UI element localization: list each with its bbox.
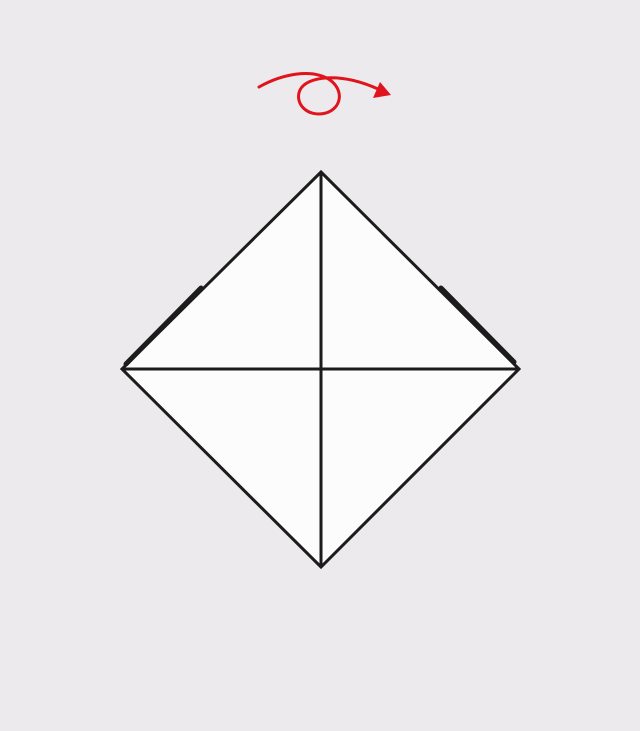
turn-over-arrow-loop — [257, 72, 380, 116]
turn-over-arrow-icon — [257, 72, 391, 116]
left-flap-edge-mark — [123, 285, 204, 367]
right-flap-edge-mark — [438, 285, 517, 365]
turn-over-arrow-head — [373, 82, 391, 98]
folded-paper — [119, 169, 522, 570]
